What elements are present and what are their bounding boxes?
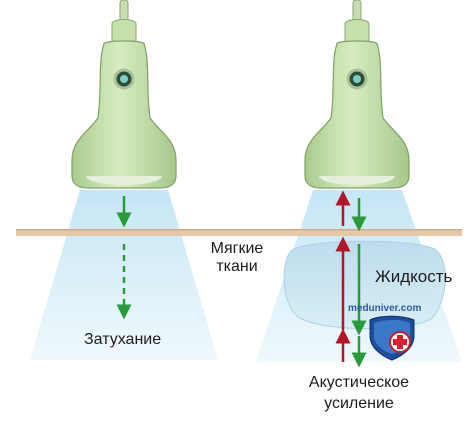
attenuation-label: Затухание — [84, 331, 162, 348]
fluid-region — [283, 240, 446, 329]
soft-tissue-label-line2: ткани — [216, 258, 258, 275]
fluid-label: Жидкость — [375, 267, 453, 286]
skin-line — [16, 229, 462, 236]
right-probe — [304, 0, 410, 189]
soft-tissue-label: Мягкие ткани — [197, 240, 277, 276]
acoustic-enhancement-label-line2: усиление — [324, 395, 394, 412]
left-probe — [71, 0, 177, 189]
soft-tissue-label-line1: Мягкие — [210, 240, 264, 257]
medical-shield-icon — [369, 315, 415, 361]
acoustic-enhancement-label: Акустическое усиление — [300, 372, 418, 414]
acoustic-enhancement-label-line1: Акустическое — [308, 374, 410, 391]
watermark-text: meduniver.com — [348, 303, 422, 314]
